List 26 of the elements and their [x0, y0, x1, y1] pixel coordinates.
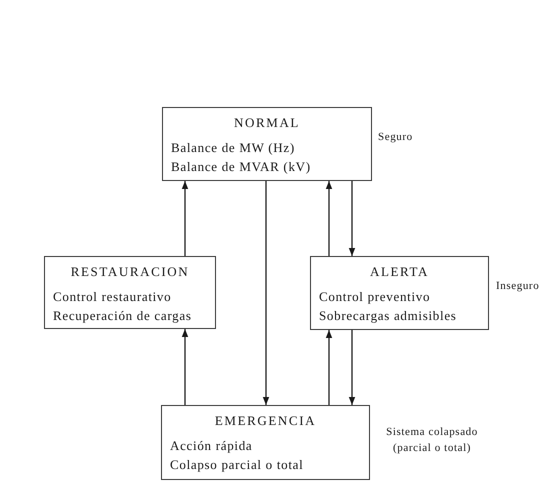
state-note: Seguro	[378, 130, 414, 145]
arrow	[326, 181, 332, 256]
state-description: Colapso parcial o total	[170, 456, 304, 474]
state-title: NORMAL	[234, 114, 301, 131]
state-title: RESTAURACION	[70, 263, 190, 280]
state-box	[44, 256, 216, 329]
arrow	[182, 181, 188, 256]
state-description: Balance de MVAR (kV)	[171, 158, 311, 176]
state-box	[162, 107, 372, 181]
state-description: Balance de MW (Hz)	[171, 139, 295, 157]
state-description: Recuperación de cargas	[53, 307, 192, 325]
state-description: Control preventivo	[319, 288, 430, 306]
state-description: Sobrecargas admisibles	[319, 307, 457, 325]
arrow	[182, 329, 188, 405]
state-note: Sistema colapsado (parcial o total)	[385, 425, 479, 456]
state-description: Acción rápida	[170, 437, 252, 455]
state-box	[310, 256, 489, 330]
state-box	[161, 405, 370, 480]
arrow	[348, 330, 356, 405]
state-description: Control restaurativo	[53, 288, 172, 306]
state-title: EMERGENCIA	[214, 412, 318, 429]
arrow	[348, 181, 356, 256]
arrow	[262, 181, 270, 405]
arrow	[326, 330, 332, 405]
state-title: ALERTA	[370, 263, 430, 280]
state-note: Inseguro	[496, 279, 540, 294]
